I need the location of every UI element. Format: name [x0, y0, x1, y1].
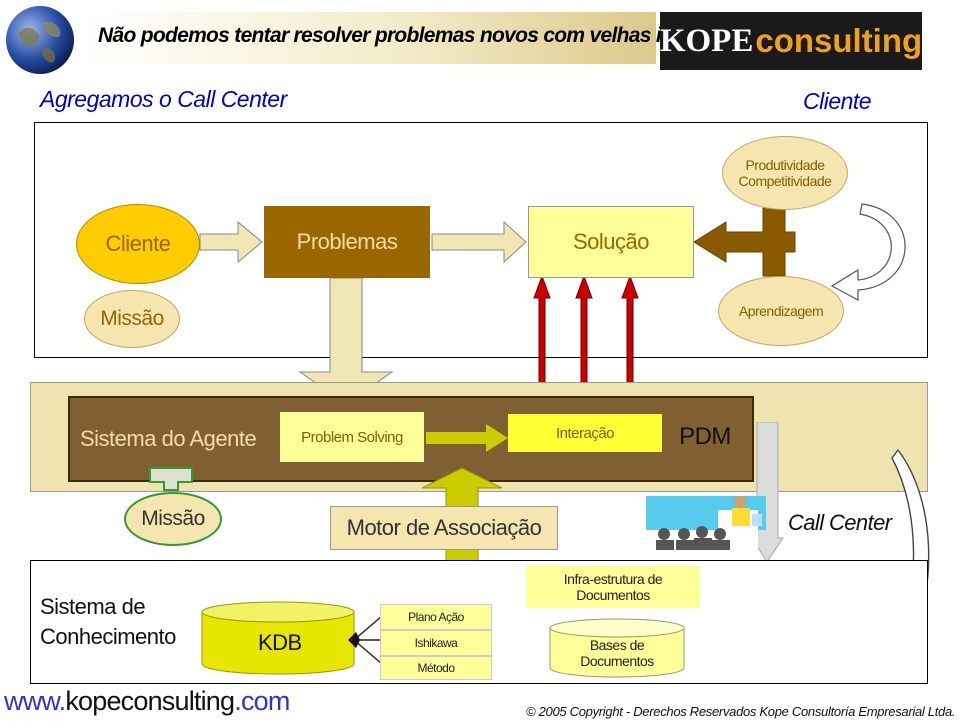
kope-logo: KOPE consulting	[660, 12, 922, 70]
footer-url-main: kopeconsulting	[65, 686, 235, 716]
footer-url[interactable]: www.kopeconsulting.com	[4, 686, 290, 717]
interacao-label: Interação	[555, 424, 615, 442]
bases-documentos-cylinder	[549, 618, 685, 678]
kdb-cylinder	[201, 601, 355, 675]
missao-node-middle-label: Missão	[141, 507, 205, 530]
infra-line1: Infra-estrutura de	[563, 571, 663, 587]
aprendizagem-label: Aprendizagem	[738, 303, 824, 319]
missao-node-top: Missão	[84, 290, 180, 348]
method-ishikawa: Ishikawa	[380, 630, 492, 656]
slide-subtitle: Agregamos o Call Center	[40, 86, 287, 112]
bases-line1: Bases de	[589, 637, 645, 653]
problem-solving-label: Problem Solving	[301, 428, 403, 446]
cliente-node: Cliente	[76, 204, 200, 284]
infra-line2: Documentos	[576, 587, 650, 603]
arrow-productivity-cross	[693, 207, 796, 277]
solucao-node-label: Solução	[572, 229, 650, 254]
bases-line2: Documentos	[580, 653, 654, 669]
globe-icon	[4, 4, 76, 76]
method-metodo: Método	[380, 656, 492, 680]
produtividade-label: Produtividade	[745, 157, 825, 173]
missao-node-middle: Missão	[124, 492, 222, 546]
arrow-ps-interacao	[426, 424, 508, 452]
agent-system-label: Sistema do Agente	[80, 426, 257, 451]
cliente-heading: Cliente	[803, 88, 872, 114]
curved-return-arrow	[830, 203, 906, 302]
aprendizagem-node: Aprendizagem	[718, 276, 844, 346]
pdm-box: PDM	[666, 414, 744, 460]
interacao-box: Interação	[508, 414, 662, 452]
consulting-logo-word: consulting	[755, 22, 923, 59]
method-metodo-label: Método	[417, 661, 455, 675]
call-center-label: Call Center	[788, 510, 892, 535]
problem-solving-box: Problem Solving	[280, 412, 424, 462]
cliente-node-label: Cliente	[105, 231, 171, 256]
method-plano-acao-label: Plano Ação	[408, 610, 464, 624]
produtividade-node: Produtividade Competitividade	[722, 136, 848, 210]
kope-logo-word: KOPE	[659, 22, 754, 59]
footer-url-www: www.	[4, 686, 66, 716]
arrow-problemas-solucao	[431, 220, 527, 264]
footer-url-com: .com	[234, 686, 290, 716]
competitividade-label: Competitividade	[738, 173, 832, 189]
call-center-illustration	[646, 496, 766, 550]
pdm-label: PDM	[679, 423, 731, 450]
method-ishikawa-label: Ishikawa	[414, 636, 458, 650]
kdb-label: KDB	[258, 630, 302, 655]
missao-connector	[149, 467, 193, 491]
method-plano-acao: Plano Ação	[380, 604, 492, 630]
problemas-node: Problemas	[264, 206, 430, 278]
arrow-cliente-problemas	[199, 220, 263, 264]
method-connector	[348, 615, 383, 665]
infra-documentos-box: Infra-estrutura de Documentos	[526, 566, 700, 608]
header-tagline-bar: Não podemos tentar resolver problemas no…	[84, 12, 712, 64]
knowledge-system-label-line1: Sistema de	[40, 594, 146, 619]
motor-associacao-box: Motor de Associação	[330, 506, 558, 550]
header-tagline: Não podemos tentar resolver problemas no…	[98, 24, 712, 47]
knowledge-system-label-line2: Conhecimento	[40, 624, 176, 649]
bases-documentos-label: Bases de Documentos	[550, 632, 684, 674]
footer-copyright: © 2005 Copyright - Derechos Reservados K…	[526, 704, 956, 719]
motor-associacao-label: Motor de Associação	[346, 515, 542, 540]
problemas-node-label: Problemas	[296, 229, 398, 254]
missao-node-top-label: Missão	[100, 307, 164, 330]
solucao-node: Solução	[528, 206, 694, 278]
